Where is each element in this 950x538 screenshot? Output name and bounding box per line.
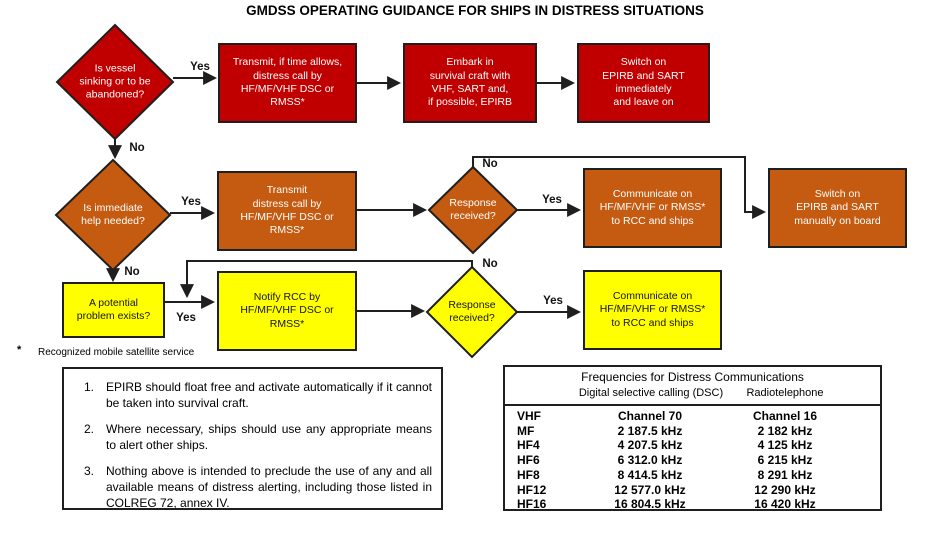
radio-cell: 12 290 kHz	[754, 482, 816, 497]
note-number: 3.	[84, 464, 95, 478]
note-number: 1.	[84, 380, 95, 394]
process-box-switch-on-immediately: Switch on EPIRB and SART immediately and…	[577, 43, 710, 123]
dsc-cell: 6 312.0 kHz	[617, 453, 683, 468]
notes-box: 1. EPIRB should float free and activate …	[62, 367, 443, 510]
band-cell: HF12	[517, 482, 547, 497]
band-cell: VHF	[517, 409, 541, 423]
process-box-embark-survival-craft: Embark in survival craft with VHF, SART …	[403, 43, 537, 123]
column-header-radio: Radiotelephone	[746, 387, 824, 399]
column-header-dsc: Digital selective calling (DSC)	[578, 387, 724, 399]
dsc-cell: 12 577.0 kHz	[614, 482, 686, 497]
radio-cell: 6 215 kHz	[757, 453, 813, 468]
band-cell: HF8	[517, 467, 540, 482]
band-cell: MF	[517, 423, 535, 438]
decision-text-response-received-2: Response received?	[448, 298, 496, 324]
dsc-cell: 4 207.5 kHz	[617, 438, 683, 453]
edge-label-yes-2: Yes	[181, 196, 201, 208]
edge-label-yes-3: Yes	[542, 194, 562, 206]
decision-text-response-received-1: Response received?	[449, 196, 497, 222]
note-number: 2.	[84, 422, 95, 436]
process-box-potential-problem: A potential problem exists?	[62, 282, 165, 338]
band-cell: HF4	[517, 438, 540, 453]
radio-cell: 4 125 kHz	[757, 438, 813, 453]
radio-cell: 2 182 kHz	[757, 423, 813, 438]
process-box-communicate-rcc-2: Communicate on HF/MF/VHF or RMSS* to RCC…	[583, 270, 722, 350]
band-cell: HF6	[517, 453, 540, 468]
footnote-text: Recognized mobile satellite service	[38, 347, 195, 358]
dsc-cell: 8 414.5 kHz	[617, 467, 683, 482]
frequencies-table-header: Frequencies for Distress Communications …	[505, 367, 880, 406]
table-row: HF6 6 312.0 kHz 6 215 kHz	[505, 453, 880, 468]
edge-label-no-4: No	[482, 258, 498, 270]
process-box-transmit-if-time: Transmit, if time allows, distress call …	[218, 43, 357, 123]
table-row: MF 2 187.5 kHz 2 182 kHz	[505, 424, 880, 439]
note-text: Nothing above is intended to preclude th…	[106, 464, 432, 510]
table-row: HF8 8 414.5 kHz 8 291 kHz	[505, 468, 880, 483]
dsc-cell: 16 804.5 kHz	[614, 497, 686, 511]
process-box-notify-rcc: Notify RCC by HF/MF/VHF DSC or RMSS*	[217, 271, 357, 351]
note-item-3: 3. Nothing above is intended to preclude…	[84, 463, 432, 510]
radio-cell: Channel 16	[752, 409, 818, 423]
radio-cell: 16 420 kHz	[754, 497, 816, 511]
note-text: Where necessary, ships should use any ap…	[106, 422, 432, 452]
table-row: VHF Channel 70 Channel 16	[505, 409, 880, 424]
footnote-asterisk: *	[17, 344, 22, 356]
note-item-2: 2. Where necessary, ships should use any…	[84, 421, 432, 453]
frequencies-table-body: VHF Channel 70 Channel 16 MF 2 187.5 kHz…	[505, 406, 880, 511]
decision-text-immediate-help: Is immediate help needed?	[81, 201, 145, 227]
edge-label-no-3: No	[124, 266, 140, 278]
dsc-cell: 2 187.5 kHz	[617, 423, 683, 438]
table-row: HF4 4 207.5 kHz 4 125 kHz	[505, 438, 880, 453]
edge-label-yes-4: Yes	[176, 312, 196, 324]
frequencies-table-title: Frequencies for Distress Communications	[581, 370, 804, 384]
edge-label-yes-1: Yes	[190, 61, 210, 73]
table-row: HF16 16 804.5 kHz 16 420 kHz	[505, 497, 880, 511]
process-box-transmit-distress: Transmit distress call by HF/MF/VHF DSC …	[217, 171, 357, 251]
table-row: HF12 12 577.0 kHz 12 290 kHz	[505, 483, 880, 498]
page-title: GMDSS OPERATING GUIDANCE FOR SHIPS IN DI…	[246, 3, 704, 18]
edge-label-yes-5: Yes	[543, 295, 563, 307]
process-box-switch-on-manually: Switch on EPIRB and SART manually on boa…	[768, 168, 907, 248]
process-box-communicate-rcc-1: Communicate on HF/MF/VHF or RMSS* to RCC…	[583, 168, 722, 248]
radio-cell: 8 291 kHz	[757, 467, 813, 482]
edge-label-no-2: No	[482, 158, 498, 170]
note-item-1: 1. EPIRB should float free and activate …	[84, 379, 432, 411]
edge-label-no-1: No	[129, 142, 145, 154]
decision-text-vessel-sinking: Is vessel sinking or to be abandoned?	[79, 62, 151, 101]
note-text: EPIRB should float free and activate aut…	[106, 380, 432, 410]
frequencies-table: Frequencies for Distress Communications …	[503, 365, 882, 511]
band-cell: HF16	[517, 497, 547, 511]
dsc-cell: Channel 70	[617, 409, 683, 423]
